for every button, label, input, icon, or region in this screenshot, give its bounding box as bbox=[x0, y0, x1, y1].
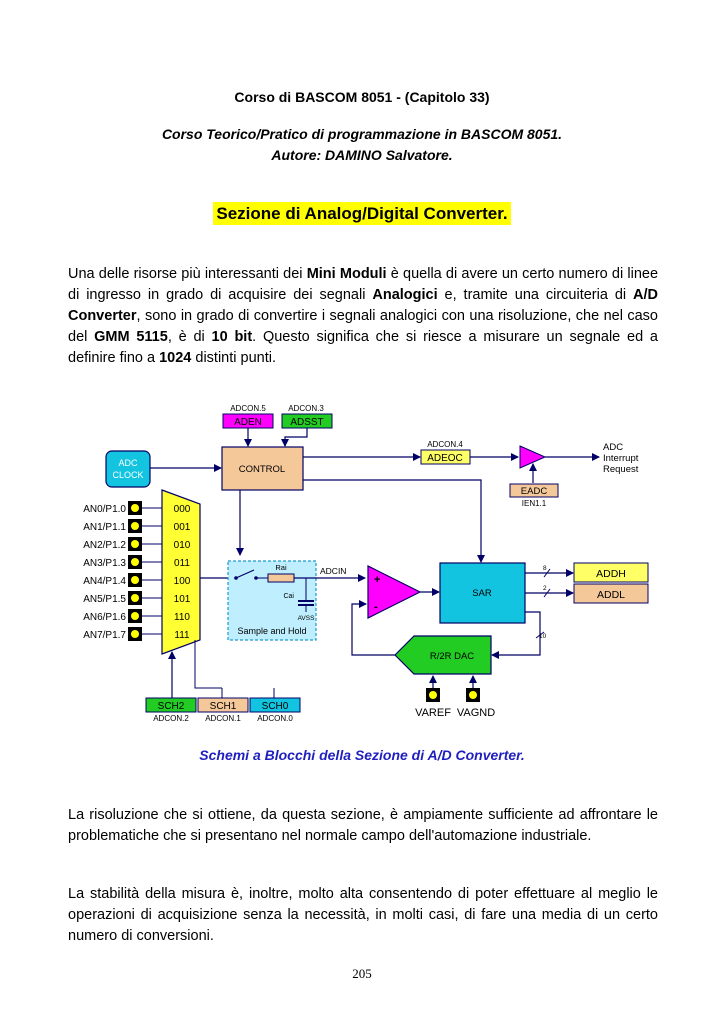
avss-label: AVSS bbox=[298, 615, 316, 622]
adc-clock-label-2: CLOCK bbox=[112, 470, 143, 480]
control-block bbox=[221, 446, 304, 491]
adcon4-label: ADCON.4 bbox=[427, 440, 463, 449]
eadc-label: EADC bbox=[521, 486, 548, 497]
comparator-plus: + bbox=[374, 574, 380, 586]
adcon2-label: ADCON.2 bbox=[153, 714, 189, 723]
addh-label: ADDH bbox=[596, 568, 626, 580]
mux-code: 001 bbox=[174, 522, 191, 533]
adc-interrupt-label-3: Request bbox=[603, 464, 639, 475]
adeoc-label: ADEOC bbox=[427, 453, 463, 464]
paragraph-resolution: La risoluzione che si ottiene, da questa… bbox=[68, 807, 658, 844]
input-label: AN7/P1.7 bbox=[83, 630, 126, 641]
cai-label: Cai bbox=[283, 593, 294, 600]
mux-code: 011 bbox=[174, 558, 190, 569]
comparator-minus: - bbox=[374, 601, 378, 613]
eadc-block bbox=[509, 483, 559, 498]
paragraph-stability: La stabilità della misura è, inoltre, mo… bbox=[68, 886, 658, 944]
r2r-dac bbox=[394, 635, 492, 675]
bus10-label: 10 bbox=[539, 633, 547, 640]
mux-code: 100 bbox=[174, 576, 191, 587]
adcon1-label: ADCON.1 bbox=[205, 714, 241, 723]
figure-caption: Schemi a Blocchi della Sezione di A/D Co… bbox=[199, 747, 525, 763]
adc-clock-block bbox=[105, 450, 151, 488]
course-subtitle: Corso Teorico/Pratico di programmazione … bbox=[161, 126, 563, 142]
sch2-block bbox=[145, 697, 197, 713]
addh-register bbox=[573, 562, 649, 583]
comparator bbox=[367, 565, 422, 619]
section-title: Sezione di Analog/Digital Converter. bbox=[213, 202, 511, 225]
input-label: AN5/P1.5 bbox=[83, 594, 126, 605]
resistor-rai bbox=[267, 573, 295, 583]
sch1-block bbox=[197, 697, 249, 713]
mux-code: 111 bbox=[174, 630, 190, 641]
adcon3-label: ADCON.3 bbox=[288, 404, 324, 413]
adc-interrupt-label-2: Interrupt bbox=[603, 453, 639, 464]
adc-interrupt-label-1: ADC bbox=[603, 442, 623, 453]
addl-register bbox=[573, 583, 649, 604]
input-label: AN4/P1.4 bbox=[83, 576, 126, 587]
course-header: Corso di BASCOM 8051 - (Capitolo 33) bbox=[234, 89, 490, 105]
sch1-label: SCH1 bbox=[210, 701, 237, 712]
addl-label: ADDL bbox=[597, 589, 625, 601]
intro-paragraph: Una delle risorse più interessanti dei M… bbox=[68, 266, 659, 366]
sch0-block bbox=[249, 697, 301, 713]
page-number: 205 bbox=[352, 966, 372, 981]
input-label: AN6/P1.6 bbox=[83, 612, 126, 623]
adcon0-label: ADCON.0 bbox=[257, 714, 293, 723]
input-label: AN0/P1.0 bbox=[83, 504, 126, 515]
input-pins bbox=[128, 501, 162, 641]
bus8-label: 8 bbox=[543, 565, 547, 572]
input-label: AN2/P1.2 bbox=[83, 540, 126, 551]
control-label: CONTROL bbox=[239, 464, 285, 475]
adsst-label: ADSST bbox=[290, 417, 323, 428]
bus2-label: 2 bbox=[543, 585, 547, 592]
author-line: Autore: DAMINO Salvatore. bbox=[271, 147, 453, 163]
sample-hold-label: Sample and Hold bbox=[237, 626, 306, 636]
adcon5-label: ADCON.5 bbox=[230, 404, 266, 413]
sch2-label: SCH2 bbox=[158, 701, 185, 712]
mux-code: 000 bbox=[174, 504, 191, 515]
analog-inputs: AN0/P1.0 AN1/P1.1 AN2/P1.2 AN3/P1.3 AN4/… bbox=[83, 504, 126, 641]
ien11-label: IEN1.1 bbox=[522, 499, 547, 508]
sch0-label: SCH0 bbox=[262, 701, 289, 712]
sar-block bbox=[439, 562, 526, 624]
mux-code: 110 bbox=[174, 612, 190, 623]
mux-codes: 000 001 010 011 100 101 110 111 bbox=[174, 504, 191, 641]
input-label: AN3/P1.3 bbox=[83, 558, 126, 569]
mux-code: 010 bbox=[174, 540, 191, 551]
input-label: AN1/P1.1 bbox=[83, 522, 126, 533]
vagnd-label: VAGND bbox=[457, 707, 495, 719]
adcin-label: ADCIN bbox=[320, 566, 346, 576]
aden-label: ADEN bbox=[234, 417, 262, 428]
interrupt-gate bbox=[519, 445, 547, 469]
rai-label: Rai bbox=[275, 563, 287, 572]
dac-label: R/2R DAC bbox=[430, 651, 474, 662]
varef-label: VAREF bbox=[415, 707, 451, 719]
sar-label: SAR bbox=[472, 588, 492, 599]
mux-code: 101 bbox=[174, 594, 191, 605]
input-multiplexer bbox=[161, 489, 201, 655]
adc-clock-label-1: ADC bbox=[118, 458, 138, 468]
